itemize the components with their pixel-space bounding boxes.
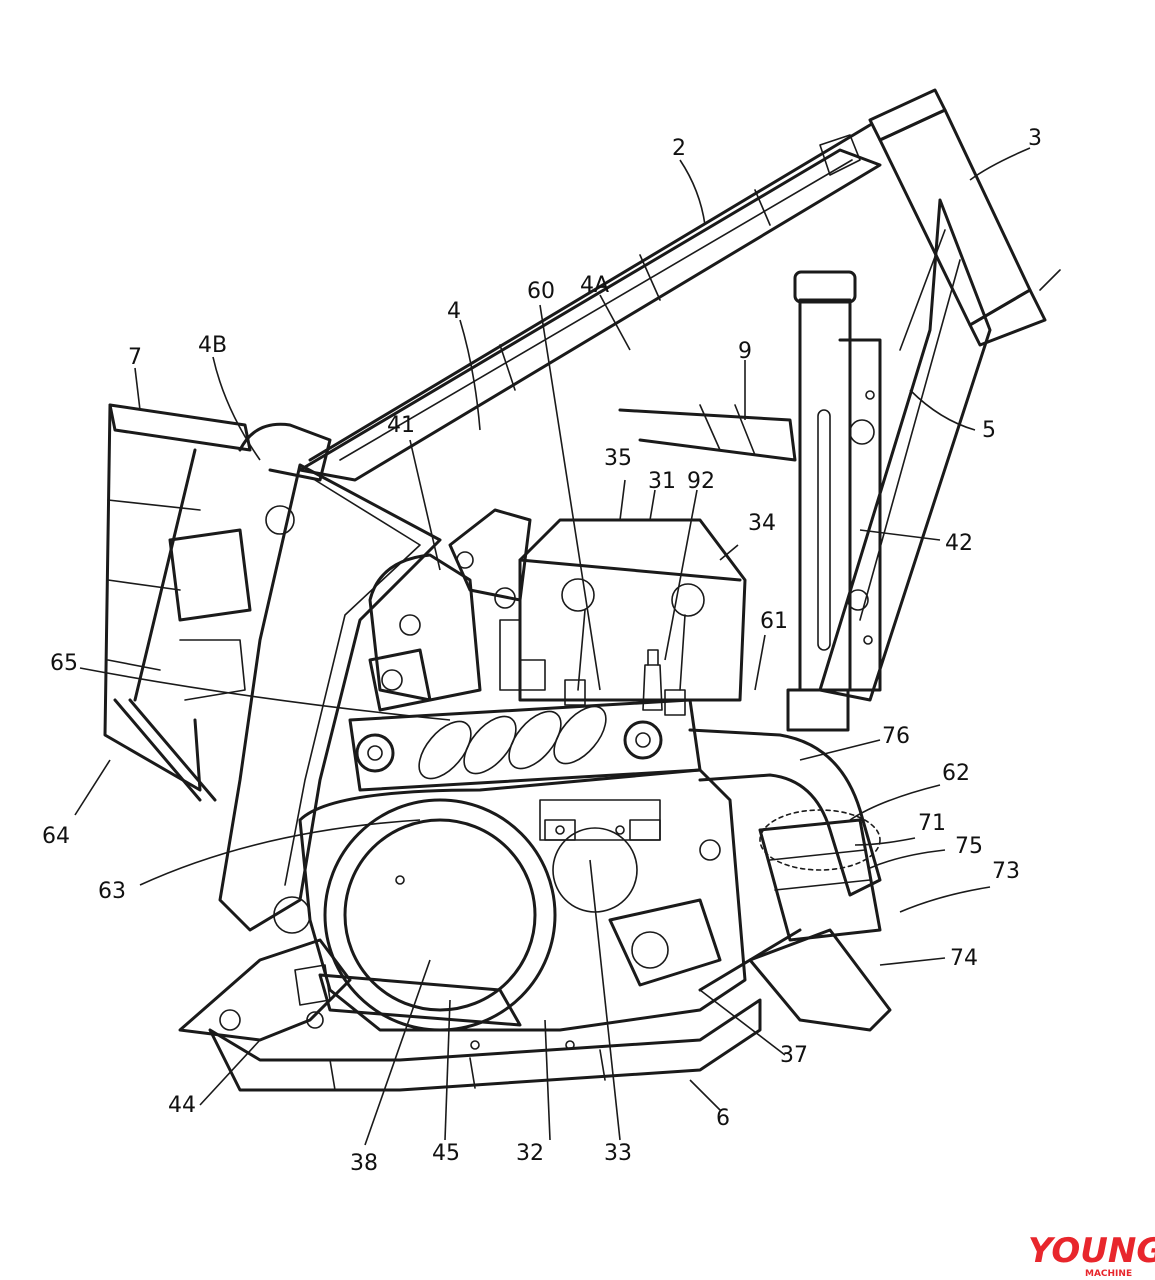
- label-4b: 4B: [198, 333, 227, 358]
- label-44: 44: [168, 1093, 196, 1118]
- label-7: 7: [128, 345, 142, 370]
- rear-shock: [786, 270, 882, 732]
- label-71: 71: [918, 811, 946, 836]
- label-74: 74: [950, 946, 978, 971]
- label-33: 33: [604, 1141, 632, 1166]
- label-38: 38: [350, 1151, 378, 1176]
- main-frame: [298, 123, 882, 609]
- label-62: 62: [942, 761, 970, 786]
- intake: [368, 553, 482, 712]
- label-32: 32: [516, 1141, 544, 1166]
- lower-frame: [208, 998, 762, 1092]
- label-73: 73: [992, 859, 1020, 884]
- watermark-brand: YOUNG: [1028, 1231, 1155, 1271]
- label-92: 92: [687, 469, 715, 494]
- label-41: 41: [387, 413, 415, 438]
- label-6: 6: [716, 1106, 730, 1131]
- label-76: 76: [882, 724, 910, 749]
- label-2: 2: [672, 136, 686, 161]
- cylinder-head: [499, 518, 747, 716]
- label-45: 45: [432, 1141, 460, 1166]
- callout-labels: 2 3 4 4A 4B 5 6 7 9 31 32 33 34 35 37 38…: [42, 126, 1042, 1176]
- label-4a: 4A: [580, 273, 609, 298]
- label-34: 34: [748, 511, 776, 536]
- center-frame: [218, 463, 442, 934]
- label-64: 64: [42, 824, 70, 849]
- label-5: 5: [982, 418, 996, 443]
- down-tube: [818, 198, 992, 702]
- label-65: 65: [50, 651, 78, 676]
- label-35: 35: [604, 446, 632, 471]
- leader-lines: [74, 147, 1031, 1146]
- exhaust-pipe: [688, 728, 892, 1032]
- label-31: 31: [648, 469, 676, 494]
- rear-subframe: [103, 403, 332, 802]
- label-3: 3: [1028, 126, 1042, 151]
- label-75: 75: [955, 834, 983, 859]
- label-61: 61: [760, 609, 788, 634]
- label-4: 4: [447, 299, 461, 324]
- watermark-sub: MACHINE: [1085, 1269, 1132, 1279]
- watermark-logo: YOUNG MACHINE: [1028, 1231, 1155, 1279]
- head-pipe: [819, 88, 1061, 347]
- label-63: 63: [98, 879, 126, 904]
- label-9: 9: [738, 339, 752, 364]
- label-42: 42: [945, 531, 973, 556]
- crankcase: [298, 768, 747, 1050]
- cross-member: [618, 404, 797, 462]
- label-37: 37: [780, 1043, 808, 1068]
- label-60: 60: [527, 279, 555, 304]
